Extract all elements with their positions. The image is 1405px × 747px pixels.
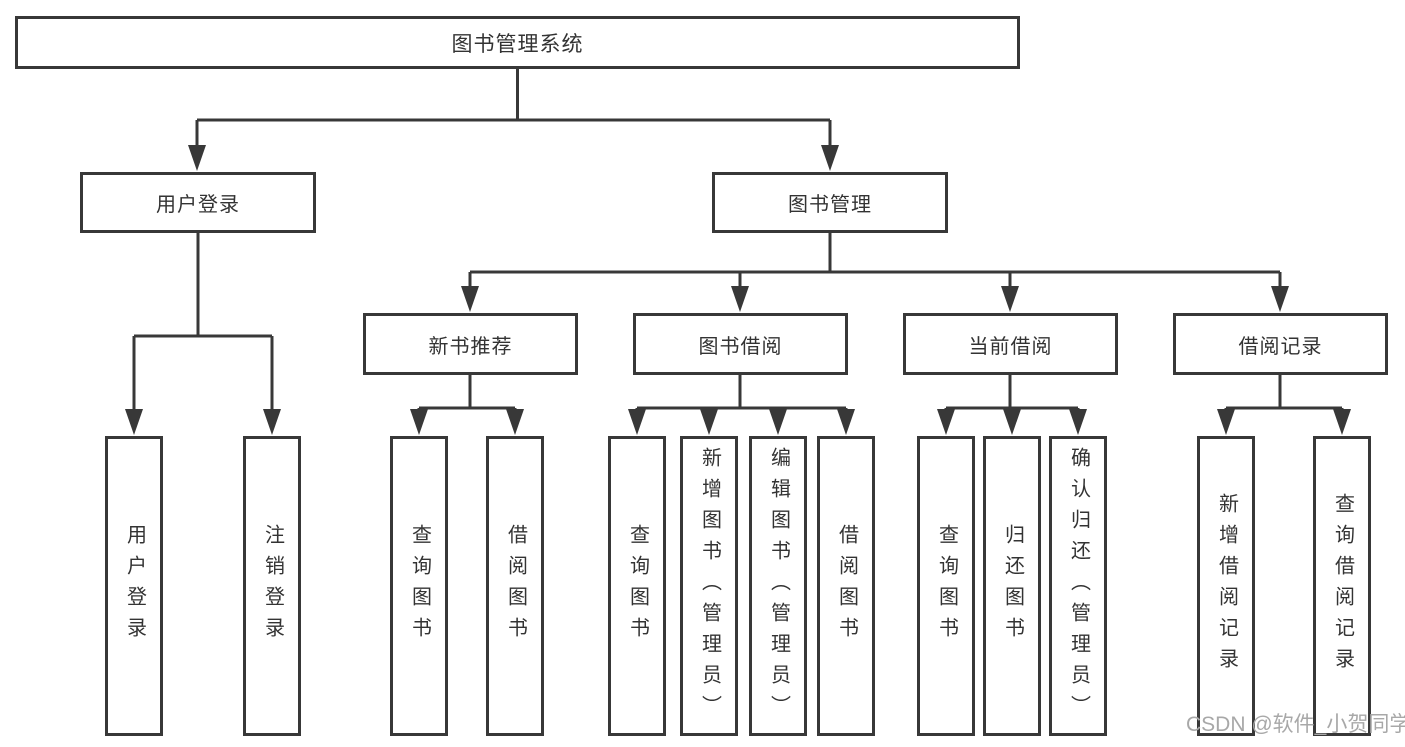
leaf-label: 确认归还（管理员） — [1067, 446, 1090, 726]
node-book-management-module: 图书管理 — [712, 172, 948, 233]
node-leaf-return-books: 归还图书 — [983, 436, 1041, 736]
node-leaf-add-books-admin: 新增图书（管理员） — [680, 436, 738, 736]
node-user-login-module: 用户登录 — [80, 172, 316, 233]
leaf-label: 注销登录 — [261, 524, 284, 648]
connector-book-borrow-split — [635, 375, 848, 420]
leaf-label: 查询图书 — [935, 524, 958, 648]
node-leaf-query-borrow-record: 查询借阅记录 — [1313, 436, 1371, 736]
node-leaf-logout: 注销登录 — [243, 436, 301, 736]
node-book-borrowing: 图书借阅 — [633, 313, 848, 375]
node-current-borrowing: 当前借阅 — [903, 313, 1118, 375]
leaf-label: 新增图书（管理员） — [698, 446, 721, 726]
node-new-book-recommend: 新书推荐 — [363, 313, 578, 375]
node-leaf-confirm-return-admin: 确认归还（管理员） — [1049, 436, 1107, 736]
leaf-label: 查询借阅记录 — [1331, 493, 1354, 679]
watermark: CSDN @软件_小贺同学 — [1186, 713, 1405, 736]
leaf-label: 新增借阅记录 — [1215, 493, 1238, 679]
leaf-label: 查询图书 — [626, 524, 649, 648]
connector-book-mgmt-split — [468, 233, 1282, 294]
node-leaf-query-books-recommend: 查询图书 — [390, 436, 448, 736]
node-leaf-add-borrow-record: 新增借阅记录 — [1197, 436, 1255, 736]
connector-root-split — [195, 69, 832, 152]
leaf-label: 归还图书 — [1001, 524, 1024, 648]
connector-paths — [132, 69, 1344, 420]
connector-borrow-records-split — [1224, 375, 1344, 420]
node-leaf-query-books-current: 查询图书 — [917, 436, 975, 736]
node-leaf-borrow-books-recommend: 借阅图书 — [486, 436, 544, 736]
node-leaf-borrow-books-borrowing: 借阅图书 — [817, 436, 875, 736]
node-leaf-edit-books-admin: 编辑图书（管理员） — [749, 436, 807, 736]
node-leaf-query-books-borrowing: 查询图书 — [608, 436, 666, 736]
node-leaf-user-login: 用户登录 — [105, 436, 163, 736]
node-borrowing-records: 借阅记录 — [1173, 313, 1388, 375]
arrowhead-icons — [125, 145, 1351, 435]
leaf-label: 查询图书 — [408, 524, 431, 648]
node-library-management-system: 图书管理系统 — [15, 16, 1020, 69]
leaf-label: 编辑图书（管理员） — [767, 446, 790, 726]
connector-user-login-split — [132, 233, 274, 418]
leaf-label: 借阅图书 — [835, 524, 858, 648]
leaf-label: 借阅图书 — [504, 524, 527, 648]
leaf-label: 用户登录 — [123, 524, 146, 648]
connector-new-books-split — [417, 375, 517, 420]
